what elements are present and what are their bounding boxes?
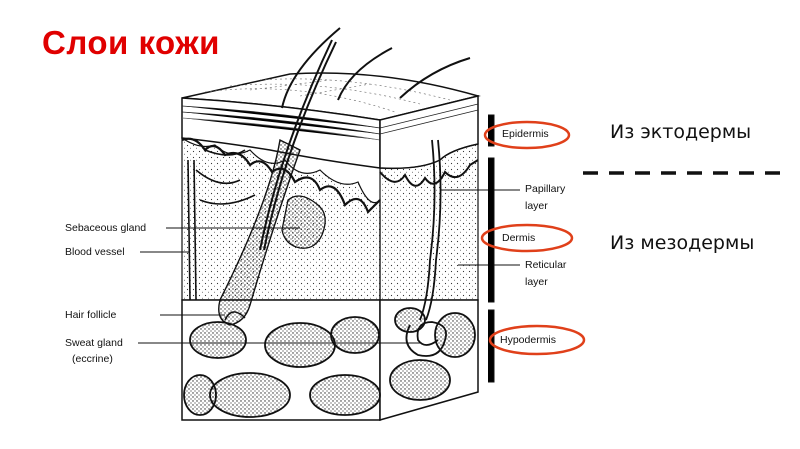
slide-title: Слои кожи xyxy=(42,24,220,61)
label-papillary-layer: layer xyxy=(525,200,548,212)
label-papillary: Papillary xyxy=(525,183,566,195)
label-sweat-gland: Sweat gland xyxy=(65,337,123,349)
hypodermis-highlight xyxy=(488,324,586,356)
dermis-side xyxy=(379,143,479,301)
label-dermis: Dermis xyxy=(502,232,536,244)
epidermis-highlight xyxy=(483,120,571,150)
label-reticular: Reticular xyxy=(525,259,567,271)
label-reticular-layer: layer xyxy=(525,276,548,288)
origin-ectoderm: Из эктодермы xyxy=(610,121,752,143)
label-sebaceous-gland: Sebaceous gland xyxy=(65,222,147,234)
origin-mesoderm: Из мезодермы xyxy=(610,232,755,254)
label-hypodermis: Hypodermis xyxy=(500,334,557,346)
label-epidermis: Epidermis xyxy=(502,128,549,140)
sebaceous-gland xyxy=(281,195,326,249)
label-blood-vessel: Blood vessel xyxy=(65,246,125,258)
label-hair-follicle: Hair follicle xyxy=(65,309,117,321)
label-sweat-gland-type: (eccrine) xyxy=(72,353,113,365)
dermis-highlight xyxy=(480,223,574,253)
